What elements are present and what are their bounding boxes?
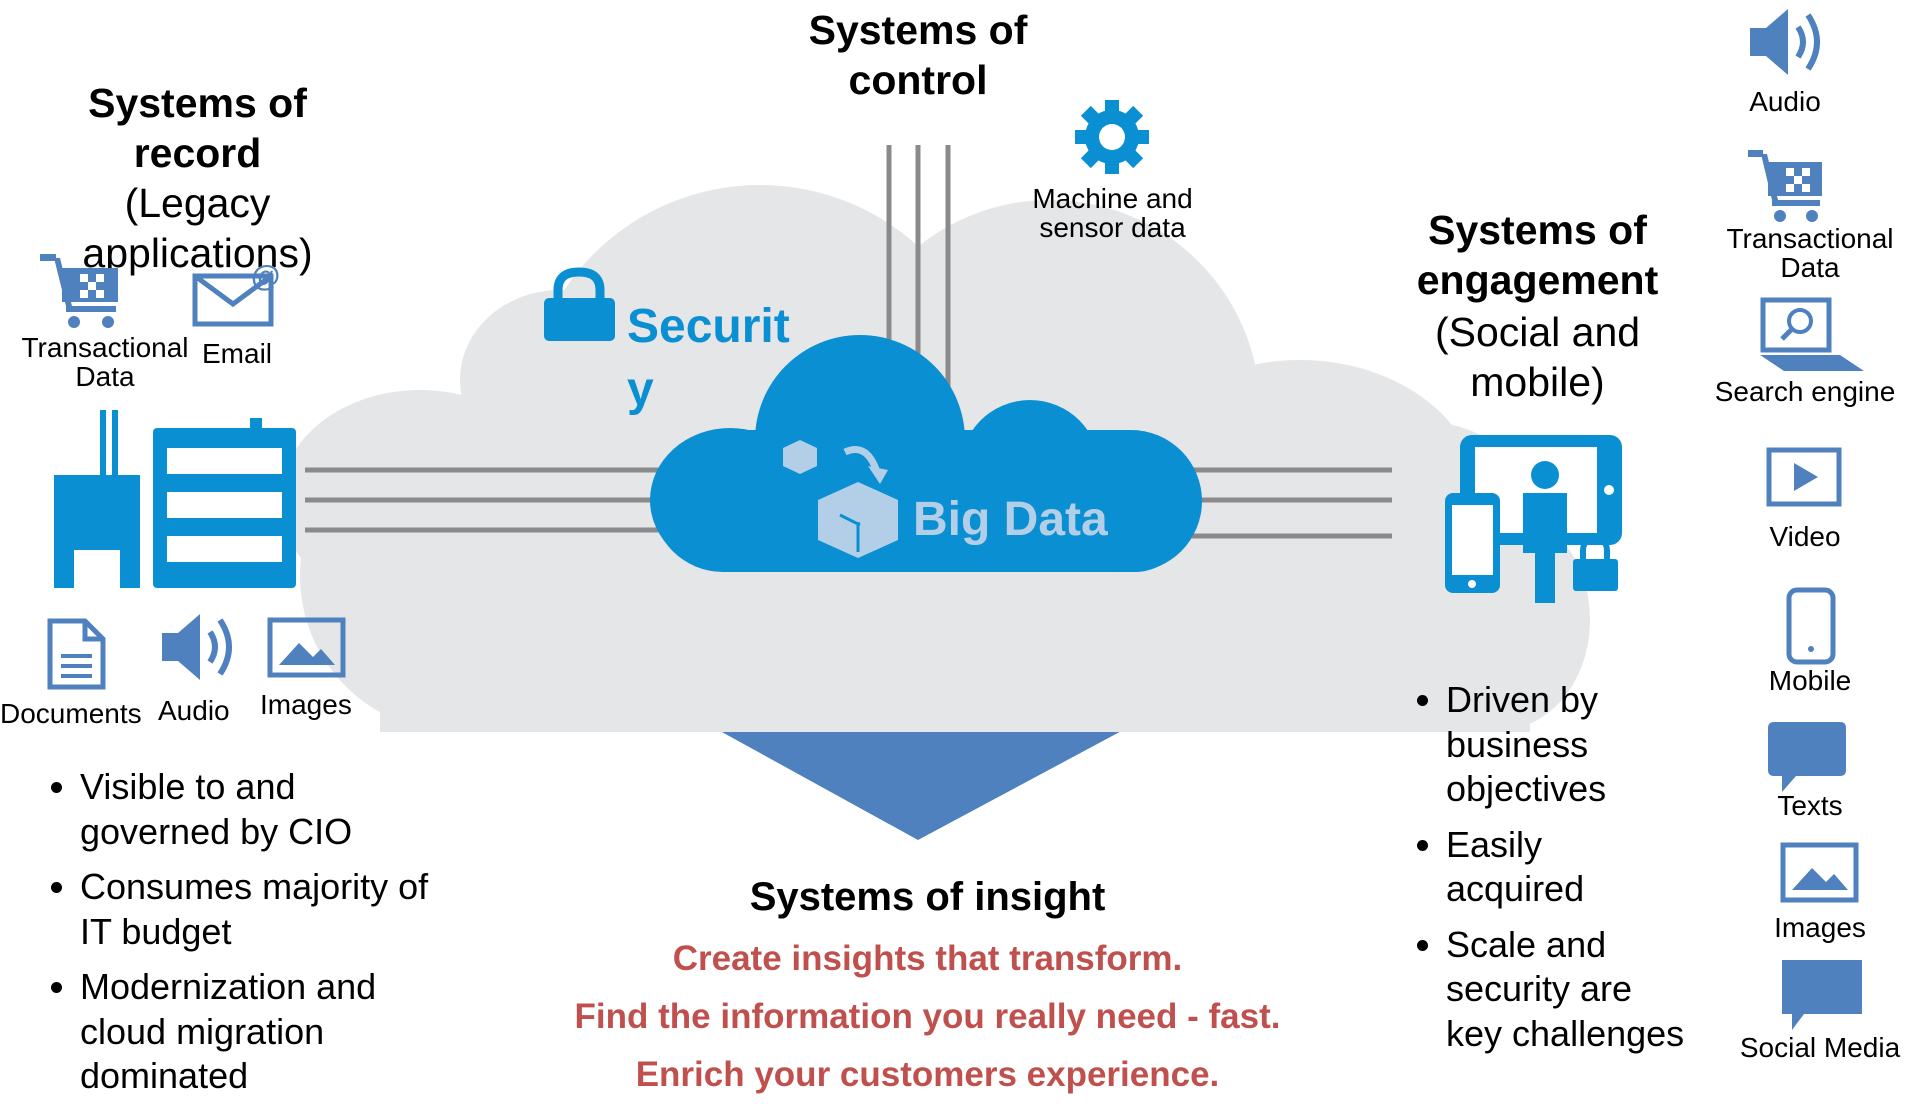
audio-label-left: Audio [158, 695, 230, 726]
record-subtitle: (Legacy applications) [82, 180, 313, 276]
bigdata-label: Big Data [913, 493, 1108, 546]
machine-sensor-label: Machine and sensor data [1032, 183, 1193, 243]
source-label: Transactional Data [1726, 223, 1894, 283]
record-lines [305, 467, 690, 533]
source-label: Social Media [1739, 1032, 1901, 1063]
engagement-bullet: Driven by business objectives [1446, 678, 1686, 812]
transactional-label: Transactional Data [21, 332, 189, 392]
insight-title: Systems of insight [749, 875, 1106, 919]
control-title: Systems of control [808, 7, 1028, 103]
documents-label: Documents [0, 698, 142, 729]
record-bullet: Visible to and governed by CIO [80, 765, 440, 854]
email-label: Email [202, 338, 273, 369]
insight-line: Enrich your customers experience. [635, 1055, 1220, 1094]
insight-funnel [700, 720, 1142, 840]
source-label: Texts [1777, 790, 1843, 821]
source-label: Mobile [1768, 665, 1852, 696]
insight-line: Create insights that transform. [672, 939, 1183, 978]
source-label: Images [1774, 912, 1866, 943]
engagement-subtitle: (Social and mobile) [1434, 309, 1641, 405]
record-bullet: Modernization and cloud migration domina… [80, 965, 440, 1099]
svg-text:@: @ [251, 260, 280, 293]
cubes-icon [783, 440, 898, 558]
engagement-bullet: Easily acquired [1446, 823, 1686, 912]
record-bullet: Consumes majority of IT budget [80, 865, 440, 954]
source-label: Audio [1749, 86, 1821, 117]
record-title: Systems of record [88, 80, 307, 176]
engagement-bullets: Driven by business objectives Easily acq… [1416, 678, 1686, 1067]
source-label: Search engine [1714, 376, 1896, 407]
insight-line: Find the information you really need - f… [574, 997, 1281, 1036]
engagement-bullet: Scale and security are key challenges [1446, 923, 1686, 1057]
record-bullets: Visible to and governed by CIO Consumes … [50, 765, 440, 1110]
source-label: Video [1769, 521, 1841, 552]
images-label-left: Images [260, 689, 352, 720]
security-label: Securit y [627, 300, 790, 416]
engagement-title: Systems of engagement [1416, 207, 1659, 303]
